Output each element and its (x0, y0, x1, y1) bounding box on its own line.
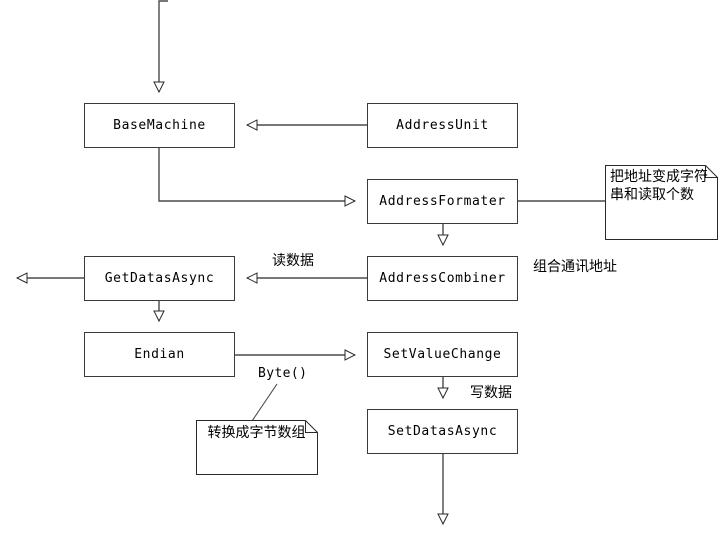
node-label: SetValueChange (383, 347, 502, 362)
node-address-combiner[interactable]: AddressCombiner (367, 256, 518, 301)
node-address-formater[interactable]: AddressFormater (367, 179, 518, 224)
node-label: AddressCombiner (379, 271, 506, 286)
edge-label-write-data: 写数据 (470, 384, 540, 402)
edge-label-byte: Byte() (258, 366, 328, 383)
node-address-unit[interactable]: AddressUnit (367, 103, 518, 148)
note-address-formater: 把地址变成字符串和读取个数 (605, 165, 718, 240)
edge-label-text: 读数据 (272, 253, 314, 269)
node-set-datas-async[interactable]: SetDatasAsync (367, 409, 518, 454)
edge-label-text: 写数据 (470, 385, 512, 401)
node-label: SetDatasAsync (387, 424, 498, 439)
edge-entry-to-base-machine (159, 0, 168, 92)
leader-byte-array-note (249, 383, 278, 425)
edge-label-read-data: 读数据 (272, 252, 342, 270)
edge-label-text: Byte() (258, 366, 308, 381)
node-label: AddressUnit (396, 118, 489, 133)
note-byte-array: 转换成字节数组 (196, 420, 318, 475)
node-label: Endian (134, 347, 185, 362)
node-label: AddressFormater (379, 194, 506, 209)
node-endian[interactable]: Endian (84, 332, 235, 377)
node-base-machine[interactable]: BaseMachine (84, 103, 235, 148)
edge-label-combine-address: 组合通讯地址 (533, 258, 617, 276)
edge-label-text: 组合通讯地址 (533, 259, 617, 275)
edge-base-machine-to-address-formater (158, 148, 355, 201)
node-label: BaseMachine (113, 118, 206, 133)
node-label: GetDatasAsync (104, 271, 215, 286)
note-text: 把地址变成字符串和读取个数 (610, 169, 708, 204)
note-text: 转换成字节数组 (207, 425, 306, 441)
node-get-datas-async[interactable]: GetDatasAsync (84, 256, 235, 301)
node-set-value-change[interactable]: SetValueChange (367, 332, 518, 377)
